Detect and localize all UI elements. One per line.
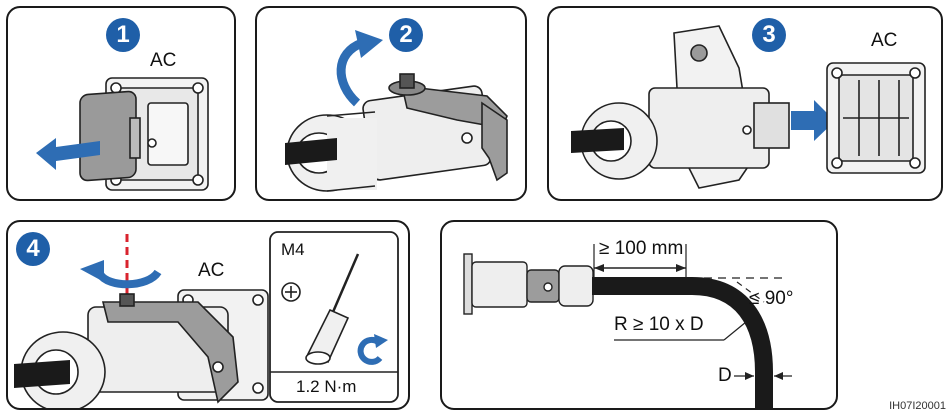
- diameter-label: D: [718, 365, 732, 386]
- min-length-label: ≥ 100 mm: [599, 238, 684, 259]
- step-2-illustration: [285, 30, 508, 192]
- step-3-ac-label: AC: [871, 30, 898, 51]
- rotate-arrow-4: [96, 269, 162, 289]
- step-4-badge: 4: [16, 232, 50, 266]
- step-3-illustration: [571, 25, 926, 189]
- ac-socket-3: [826, 62, 926, 174]
- step-4-ac-label: AC: [198, 260, 225, 281]
- step-4-panel: 4 AC: [6, 220, 410, 410]
- step-3-badge: 3: [752, 18, 786, 52]
- bent-cable: [592, 277, 773, 408]
- step-2-panel: 2: [255, 6, 527, 201]
- dim-connector: [463, 253, 594, 315]
- cable-dimension-panel: ≥ 100 mm ≤ 90° R ≥ 10 x D D: [440, 220, 838, 410]
- torque-screwdriver: [305, 253, 360, 365]
- step-2-badge: 2: [389, 18, 423, 52]
- dimension-illustration: [463, 244, 792, 408]
- figure-id: IH07I20001: [889, 400, 946, 412]
- torque-label: 1.2 N·m: [296, 377, 357, 396]
- step-4-illustration: [14, 231, 399, 408]
- connector-body: [362, 73, 508, 182]
- rotate-arrow: [336, 38, 364, 107]
- step-1-illustration: [36, 77, 209, 191]
- connector-body-4: [87, 293, 239, 404]
- cable: [285, 138, 337, 165]
- pull-arrow: [36, 138, 100, 170]
- push-arrow: [791, 100, 835, 141]
- cable-3: [571, 128, 624, 153]
- removed-cover: [79, 90, 141, 182]
- cable-4: [14, 360, 70, 388]
- step-1-badge: 1: [106, 18, 140, 52]
- screw-size-label: M4: [281, 240, 305, 259]
- step-3-panel: 3 AC: [547, 6, 943, 201]
- torque-rotate-icon: [357, 336, 383, 365]
- step-1-ac-label: AC: [150, 50, 177, 71]
- bend-radius-label: R ≥ 10 x D: [614, 314, 704, 335]
- connector-open: [648, 25, 790, 189]
- max-angle-label: ≤ 90°: [749, 288, 794, 309]
- step-1-panel: 1 AC: [6, 6, 236, 201]
